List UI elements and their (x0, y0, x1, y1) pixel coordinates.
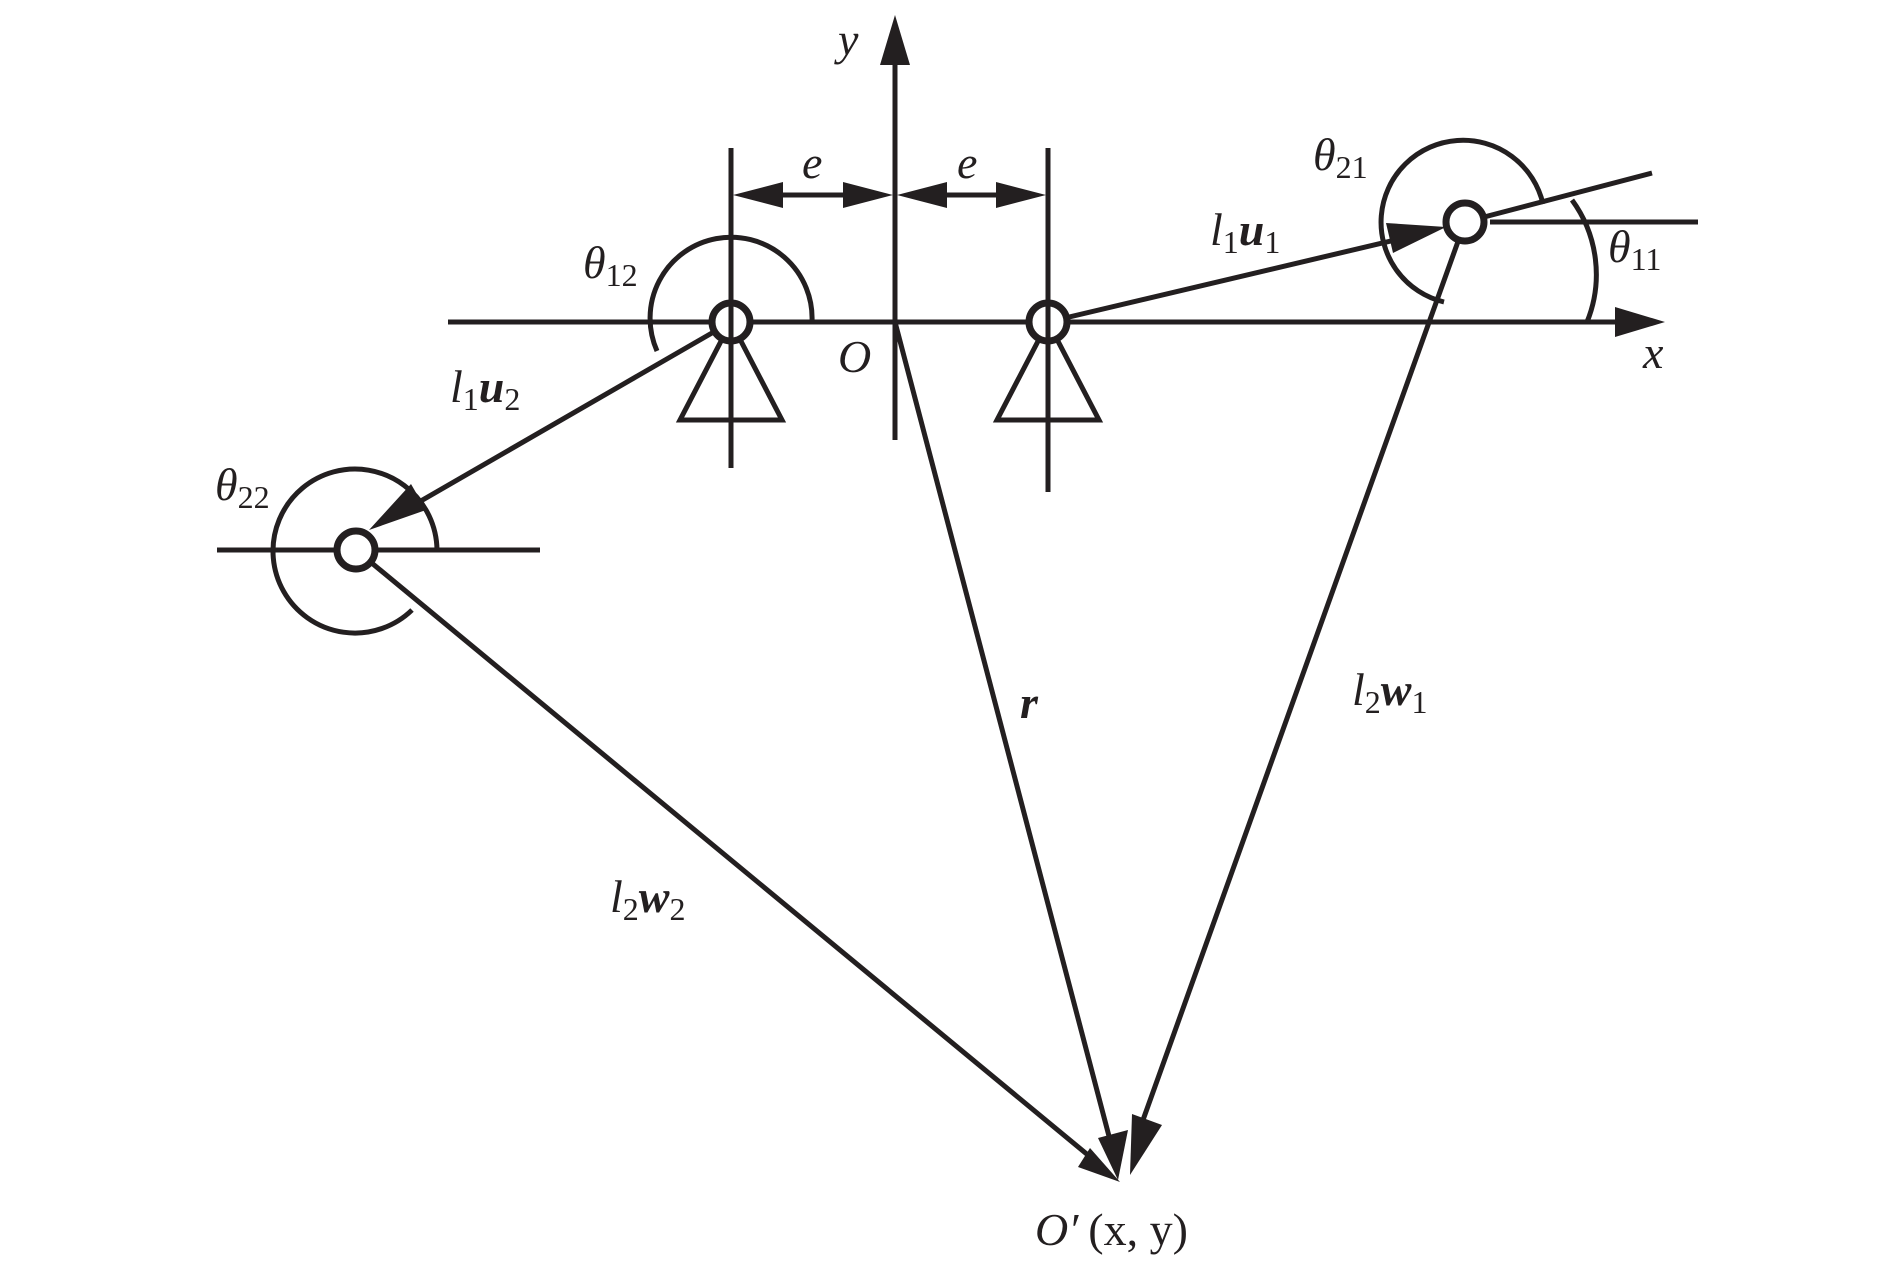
l1u2-label: l1u2 (450, 361, 520, 417)
l2w2-label: l2w2 (610, 871, 685, 927)
y-axis (880, 15, 910, 440)
left-support-triangle (675, 316, 787, 423)
left-elbow-joint (333, 527, 379, 573)
right-elbow-joint (1442, 199, 1488, 245)
y-axis-label: y (834, 14, 859, 65)
theta-11-arc (1569, 198, 1599, 323)
dimension-e-left (733, 182, 893, 208)
link-l2w2 (354, 548, 1120, 1182)
theta-12-arc (647, 234, 815, 353)
l1u1-label: l1u1 (1210, 204, 1280, 260)
theta-22-label: θ22 (215, 459, 270, 515)
origin-label: O (838, 331, 871, 382)
e-left-label: e (802, 137, 822, 188)
link-l1u1 (1047, 223, 1446, 325)
l2w1-label: l2w1 (1352, 664, 1427, 720)
e-right-label: e (957, 137, 977, 188)
x-axis-label: x (1642, 327, 1664, 378)
vector-r (892, 321, 1128, 1180)
dimension-e-right (897, 182, 1046, 208)
theta-21-arc (1378, 137, 1546, 305)
link-l1u2 (369, 319, 733, 530)
theta-21-label: θ21 (1313, 129, 1368, 185)
end-point-label: O′(x, y) (1035, 1204, 1188, 1255)
u1-extension-line (1464, 170, 1653, 225)
theta-11-label: θ11 (1608, 221, 1661, 277)
theta-12-label: θ12 (583, 237, 638, 293)
right-support-triangle (992, 316, 1104, 423)
link-l2w1 (1130, 221, 1468, 1175)
r-label: r (1020, 677, 1039, 728)
